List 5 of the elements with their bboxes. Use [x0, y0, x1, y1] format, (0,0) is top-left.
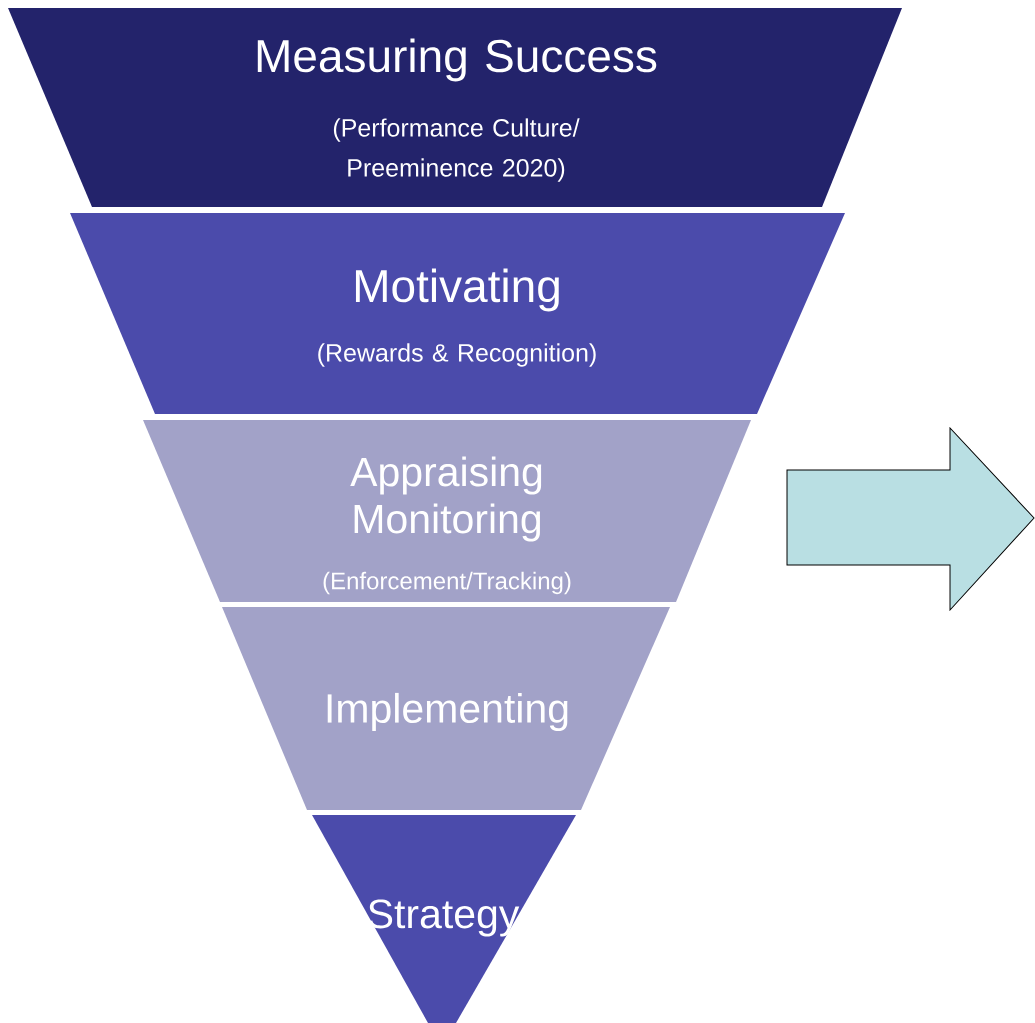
funnel-band: Strategy	[312, 815, 576, 1023]
funnel-band: Implementing	[222, 607, 670, 810]
funnel-band: Appraising Monitoring (Enforcement/Tracking)	[143, 420, 751, 602]
funnel-band: Motivating (Rewards & Recognition)	[70, 213, 845, 414]
funnel-band: Measuring Success (Performance Culture/ Preeminence 2020)	[8, 8, 902, 207]
